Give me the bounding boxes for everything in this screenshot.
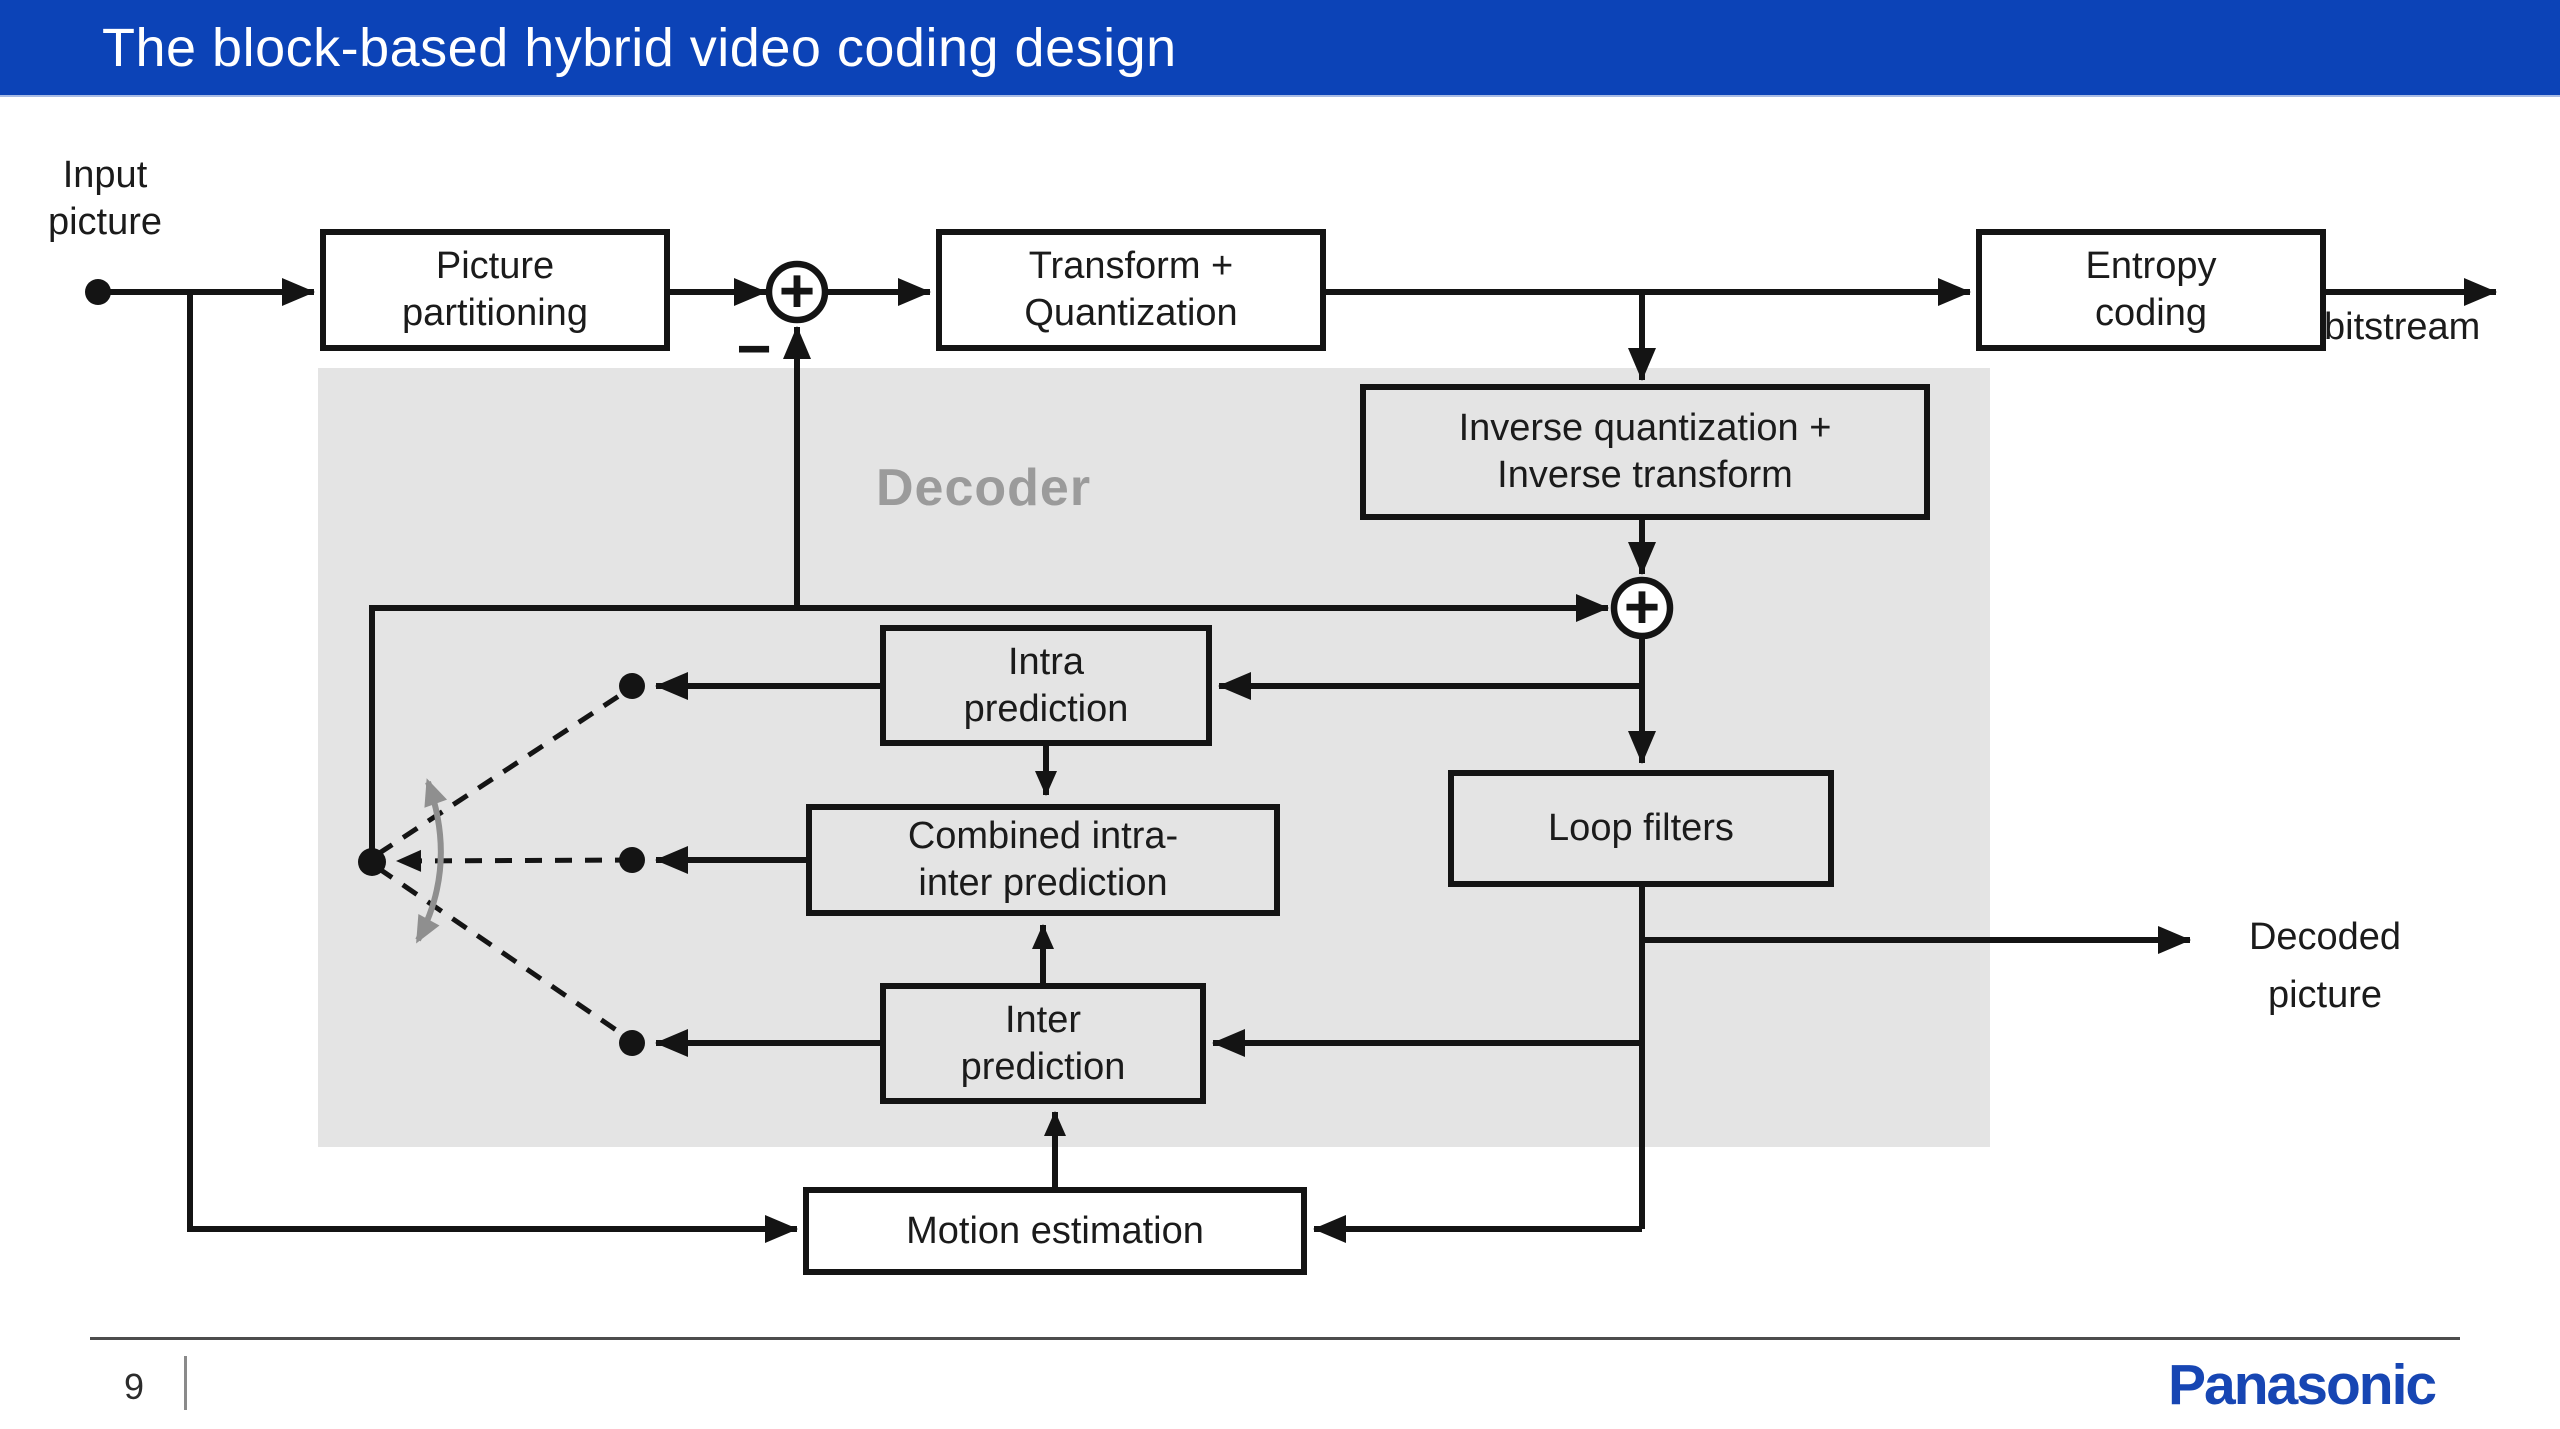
selector-sweep-arrow (415, 778, 448, 944)
adder-circle (1610, 576, 1674, 640)
box-picture-partitioning: Picture partitioning (320, 229, 670, 351)
subtractor-node: + − (736, 257, 829, 382)
entropy-coding-line2: coding (2095, 292, 2207, 334)
box-transform-quantization: Transform + Quantization (936, 229, 1326, 351)
inter-prediction-line1: Inter (1004, 998, 1082, 1041)
page-number: 9 (123, 1366, 145, 1407)
connector-lines (98, 278, 2497, 1243)
selector-dashed-lines (376, 687, 633, 1041)
plus-icon-2: + (1624, 573, 1660, 642)
input-picture-line1: Input (62, 154, 148, 196)
inverse-quantization-line2: Inverse transform (1497, 454, 1793, 496)
panasonic-logo: Panasonic (2168, 1353, 2437, 1417)
input-picture-label: Input picture (25, 152, 185, 246)
picture-partitioning-line2: partitioning (402, 292, 588, 334)
plus-icon: + (779, 257, 815, 326)
transform-quantization-line2: Quantization (1024, 292, 1238, 334)
slide-title: The block-based hybrid video coding desi… (102, 17, 1177, 78)
subtractor-circle (765, 260, 829, 324)
intra-prediction-line1: Intra (1007, 640, 1085, 683)
box-entropy-coding: Entropy coding (1976, 229, 2326, 351)
combined-tap-dot (619, 847, 645, 873)
minus-sign: − (736, 315, 771, 382)
box-inverse-quantization: Inverse quantization + Inverse transform (1360, 384, 1930, 520)
box-loop-filters: Loop filters (1448, 770, 1834, 887)
transform-quantization-line1: Transform + (1028, 245, 1234, 287)
picture-partitioning-line1: Picture (435, 245, 555, 287)
intra-prediction-line2: prediction (963, 687, 1129, 730)
entropy-coding-line1: Entropy (2085, 245, 2217, 287)
combined-prediction-line2: inter prediction (918, 862, 1168, 904)
box-intra-prediction: Intra prediction (880, 625, 1212, 746)
reconstruction-adder-node: + (1610, 573, 1674, 642)
selector-dot (358, 848, 386, 876)
decoded-picture-label: Decoded picture (2195, 908, 2455, 1024)
title-bar: The block-based hybrid video coding desi… (0, 0, 2560, 97)
loop-filters-label: Loop filters (1548, 807, 1734, 849)
footer-divider (184, 1356, 187, 1410)
intra-tap-dot (619, 673, 645, 699)
dashed-inter-to-selector (376, 865, 630, 1041)
dashed-combined-to-selector (396, 849, 633, 872)
decoded-picture-line2: picture (2267, 974, 2383, 1016)
bitstream-label: bitstream (2324, 306, 2481, 348)
box-inter-prediction: Inter prediction (880, 983, 1206, 1104)
node-dots (85, 279, 645, 1056)
inter-prediction-line2: prediction (960, 1045, 1126, 1088)
box-motion-estimation: Motion estimation (803, 1187, 1307, 1275)
decoded-picture-line1: Decoded (2248, 916, 2402, 958)
input-picture-line2: picture (47, 201, 163, 243)
footer-rule (90, 1337, 2460, 1340)
inverse-quantization-line1: Inverse quantization + (1458, 407, 1832, 449)
box-combined-intra-inter-prediction: Combined intra- inter prediction (806, 804, 1280, 916)
inter-tap-dot (619, 1030, 645, 1056)
combined-prediction-line1: Combined intra- (907, 815, 1179, 857)
decoder-region-label: Decoder (876, 459, 1092, 517)
dashed-intra-to-selector (376, 687, 630, 857)
motion-estimation-label: Motion estimation (906, 1209, 1204, 1252)
input-node-dot (85, 279, 111, 305)
